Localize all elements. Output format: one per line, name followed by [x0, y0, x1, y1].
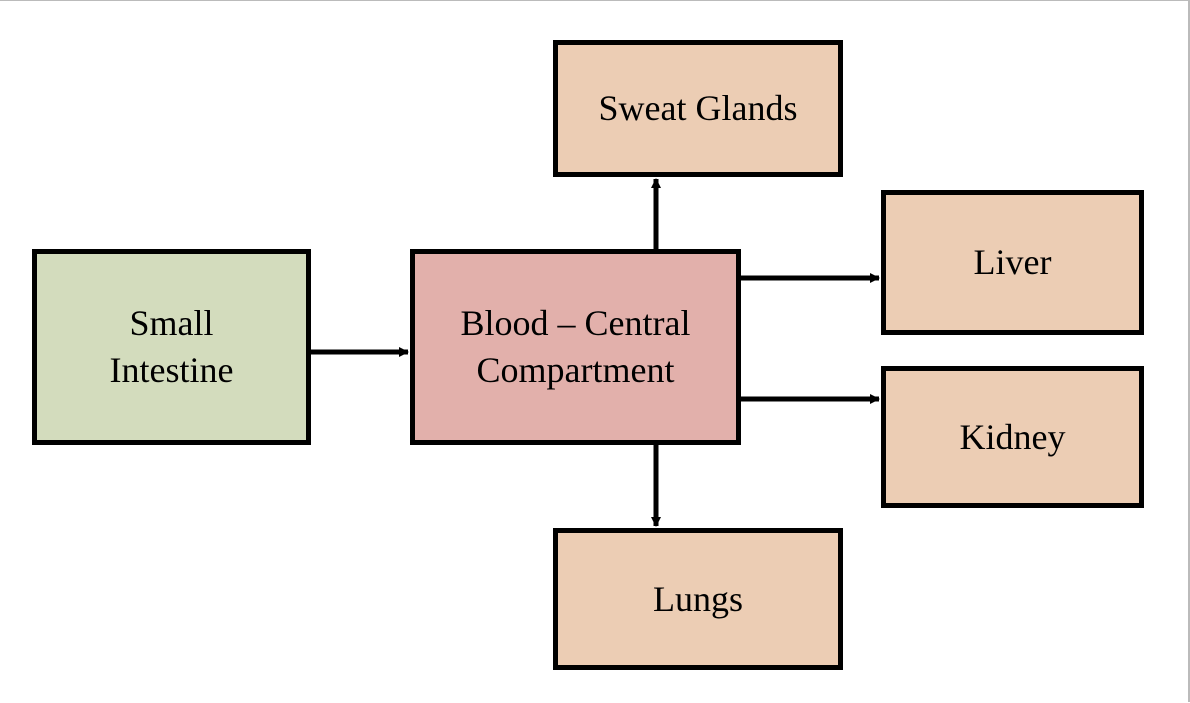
kidney-box: Kidney	[881, 366, 1144, 508]
kidney-label: Kidney	[959, 416, 1066, 457]
lungs-box: Lungs	[553, 528, 843, 670]
blood-central-compartment-box: Blood – Central Compartment	[410, 249, 741, 445]
liver-label: Liver	[973, 242, 1052, 283]
blood-label-line1: Blood – Central	[460, 303, 691, 344]
blood-label-line2: Compartment	[476, 350, 675, 390]
small-intestine-box: Small Intestine	[32, 249, 311, 445]
liver-box: Liver	[881, 190, 1144, 335]
lungs-label: Lungs	[653, 578, 743, 619]
sweat-glands-box: Sweat Glands	[553, 40, 843, 177]
sweat-glands-label: Sweat Glands	[598, 88, 798, 129]
small-intestine-label-line1: Small	[129, 303, 214, 344]
small-intestine-label-line2: Intestine	[109, 350, 234, 390]
